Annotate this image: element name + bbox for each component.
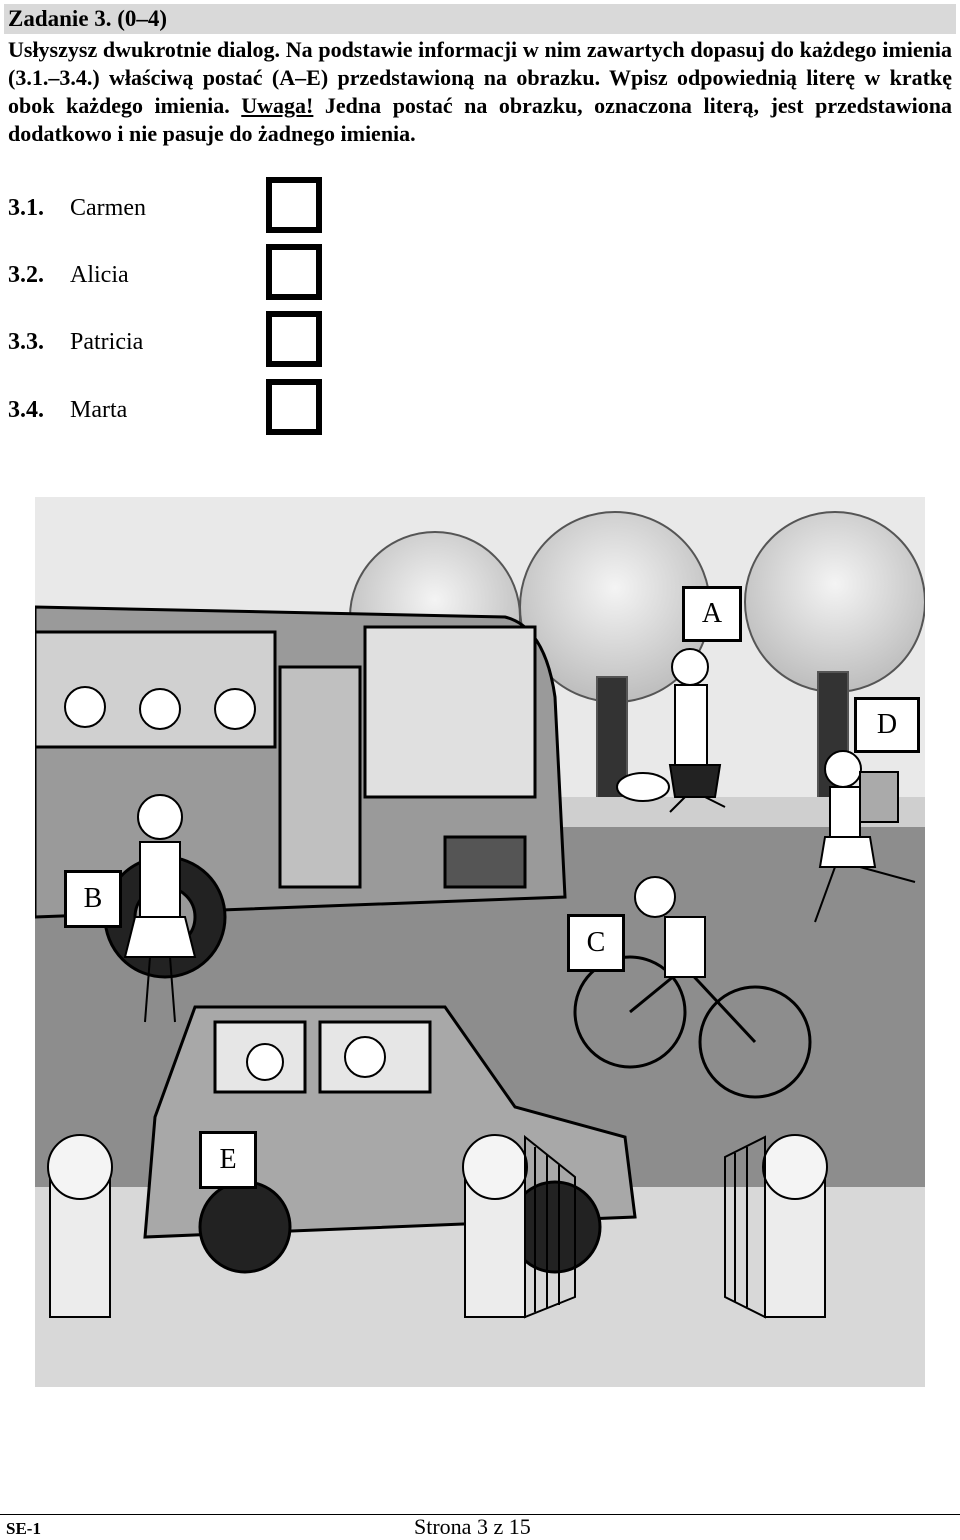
car	[143, 1005, 637, 1274]
label-a: A	[682, 586, 742, 642]
task-instructions: Usłyszysz dwukrotnie dialog. Na podstawi…	[8, 36, 952, 148]
figure-d-running-girl	[814, 750, 916, 923]
item-3-3: 3.3. Patricia	[8, 327, 143, 357]
tree-1	[519, 511, 711, 818]
label-d: D	[854, 697, 920, 753]
figure-a-woman-with-dog	[616, 648, 726, 813]
item-number: 3.1.	[8, 195, 44, 221]
answer-box-3-4[interactable]	[266, 379, 322, 435]
task-title: Zadanie 3. (0–4)	[8, 6, 168, 31]
item-number: 3.3.	[8, 329, 44, 355]
label-b: B	[64, 870, 122, 928]
gate-right	[724, 1135, 766, 1319]
label-e: E	[199, 1131, 257, 1189]
gate-left	[524, 1134, 576, 1319]
page-number: Strona 3 z 15	[414, 1514, 531, 1539]
item-number: 3.2.	[8, 262, 44, 288]
figure-c-cyclist	[573, 876, 812, 1099]
item-name: Alicia	[70, 262, 129, 288]
instructions-note: Jedna postać na obrazku, oznaczona liter…	[8, 93, 952, 146]
item-3-1: 3.1. Carmen	[8, 193, 146, 223]
item-3-2: 3.2. Alicia	[8, 260, 129, 290]
item-3-4: 3.4. Marta	[8, 395, 127, 425]
item-name: Carmen	[70, 195, 146, 221]
street-scene-illustration: A D B C E	[33, 497, 926, 1387]
task-header: Zadanie 3. (0–4)	[4, 4, 956, 34]
figure-b-girl-on-phone	[123, 794, 197, 1023]
item-name: Marta	[70, 397, 128, 423]
item-name: Patricia	[70, 329, 144, 355]
street-scene-drawing	[33, 497, 926, 1387]
answer-box-3-2[interactable]	[266, 244, 322, 300]
warning-label: Uwaga!	[241, 93, 314, 118]
exam-code: SE-1	[6, 1519, 41, 1538]
item-number: 3.4.	[8, 397, 44, 423]
footer-rule	[0, 1514, 960, 1515]
answer-box-3-3[interactable]	[266, 311, 322, 367]
answer-box-3-1[interactable]	[266, 177, 322, 233]
label-c: C	[567, 914, 625, 972]
instructions-text: Usłyszysz dwukrotnie dialog. Na podstawi…	[8, 37, 952, 118]
